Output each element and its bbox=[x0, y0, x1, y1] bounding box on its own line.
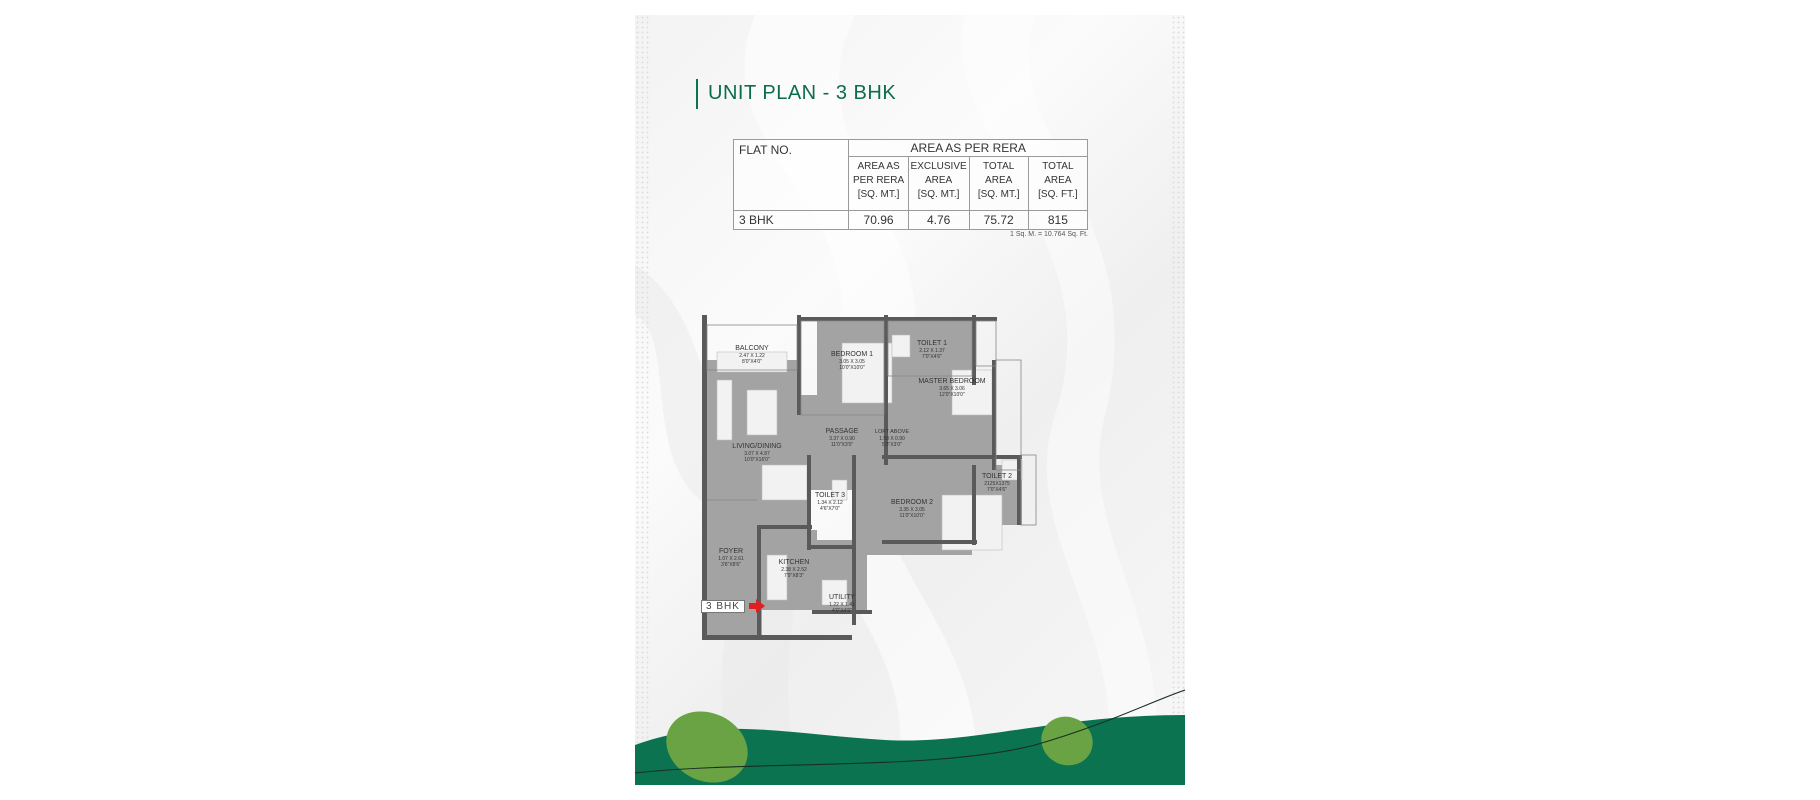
room-label-passage: PASSAGE bbox=[826, 428, 859, 435]
flat-type-cell: 3 BHK bbox=[732, 210, 850, 230]
svg-text:4'0"X4'9": 4'0"X4'9" bbox=[832, 608, 852, 614]
svg-text:1.07 X 2.61: 1.07 X 2.61 bbox=[718, 556, 744, 562]
room-label-balcony: BALCONY bbox=[735, 345, 769, 352]
svg-text:3.37 X 0.90: 3.37 X 0.90 bbox=[829, 436, 855, 442]
table-cell: 70.96 bbox=[848, 210, 909, 230]
room-label-toilet-3: TOILET 3 bbox=[815, 492, 845, 499]
svg-text:1.58 X 0.90: 1.58 X 0.90 bbox=[879, 436, 905, 442]
table-cell: 815 bbox=[1027, 210, 1089, 230]
dot-pattern-right bbox=[1171, 15, 1185, 785]
conversion-note: 1 Sq. M. = 10.764 Sq. Ft. bbox=[1009, 231, 1088, 238]
svg-text:4'6"X7'0": 4'6"X7'0" bbox=[820, 506, 840, 512]
svg-text:1.22 X 1.41: 1.22 X 1.41 bbox=[829, 602, 855, 608]
svg-text:1.34 X 2.12: 1.34 X 2.12 bbox=[817, 500, 843, 506]
svg-text:3.35 X 3.05: 3.35 X 3.05 bbox=[899, 507, 925, 513]
room-label-toilet-1: TOILET 1 bbox=[917, 340, 947, 347]
outlines bbox=[706, 320, 1037, 526]
room-label-kitchen: KITCHEN bbox=[779, 559, 810, 566]
rera-group-header: AREA AS PER RERA bbox=[848, 139, 1088, 157]
svg-text:2125X1375: 2125X1375 bbox=[984, 481, 1010, 487]
entry-arrow-icon bbox=[749, 599, 765, 613]
unit-tag: 3 BHK bbox=[701, 600, 745, 613]
room-label-toilet-2: TOILET 2 bbox=[982, 473, 1012, 480]
svg-text:8'0"X4'0": 8'0"X4'0" bbox=[742, 359, 762, 365]
room-label-master-bedroom: MASTER BEDROOM bbox=[918, 378, 985, 385]
svg-text:11'0"X3'0": 11'0"X3'0" bbox=[831, 442, 854, 448]
svg-text:3.05 X 3.05: 3.05 X 3.05 bbox=[839, 359, 865, 365]
svg-text:7'9"X8'3": 7'9"X8'3" bbox=[784, 573, 804, 579]
leaf-right bbox=[1041, 716, 1093, 766]
svg-text:11'0"X10'0": 11'0"X10'0" bbox=[899, 513, 924, 519]
title-accent-bar bbox=[696, 79, 698, 109]
floor-plan: BALCONY 2.47 X 1.22 8'0"X4'0" BEDROOM 1 … bbox=[702, 315, 1037, 640]
room-label-utility: UTILITY bbox=[829, 594, 855, 601]
page-title: UNIT PLAN - 3 BHK bbox=[708, 82, 897, 104]
svg-text:12'0"X10'0": 12'0"X10'0" bbox=[939, 392, 965, 398]
svg-text:5'3"X3'0": 5'3"X3'0" bbox=[882, 442, 902, 448]
room-label-bedroom-1: BEDROOM 1 bbox=[831, 351, 873, 358]
leaf-left bbox=[666, 711, 748, 783]
room-label-foyer: FOYER bbox=[719, 548, 743, 555]
brochure-page: UNIT PLAN - 3 BHK FLAT NO. AREA AS PER R… bbox=[635, 15, 1185, 785]
room-label-bedroom-2: BEDROOM 2 bbox=[891, 499, 933, 506]
svg-text:10'0"X16'0": 10'0"X16'0" bbox=[744, 457, 770, 463]
table-row: 3 BHK 70.96 4.76 75.72 815 bbox=[732, 210, 1089, 230]
svg-text:2.47 X 1.22: 2.47 X 1.22 bbox=[739, 353, 765, 359]
table-cell: 4.76 bbox=[907, 210, 970, 230]
room-label-living-dining: LIVING/DINING bbox=[732, 443, 781, 450]
svg-text:7'0"X4'6": 7'0"X4'6" bbox=[987, 487, 1007, 493]
svg-text:3'6"X8'6": 3'6"X8'6" bbox=[721, 562, 741, 568]
svg-text:2.38 X 2.52: 2.38 X 2.52 bbox=[781, 567, 807, 573]
svg-text:10'0"X10'0": 10'0"X10'0" bbox=[839, 365, 865, 371]
svg-text:3.65 X 3.06: 3.65 X 3.06 bbox=[939, 386, 965, 392]
table-cell: 75.72 bbox=[968, 210, 1029, 230]
room-label-loft: LOFT ABOVE bbox=[875, 429, 909, 435]
svg-text:7'0"X4'6": 7'0"X4'6" bbox=[922, 354, 942, 360]
flat-no-header: FLAT NO. bbox=[732, 139, 850, 211]
walls bbox=[702, 315, 1022, 640]
svg-text:3.07 X 4.87: 3.07 X 4.87 bbox=[744, 451, 770, 457]
dot-pattern-left bbox=[635, 15, 649, 785]
svg-text:2.12 X 1.37: 2.12 X 1.37 bbox=[919, 348, 945, 354]
footer-decoration bbox=[635, 689, 1185, 785]
